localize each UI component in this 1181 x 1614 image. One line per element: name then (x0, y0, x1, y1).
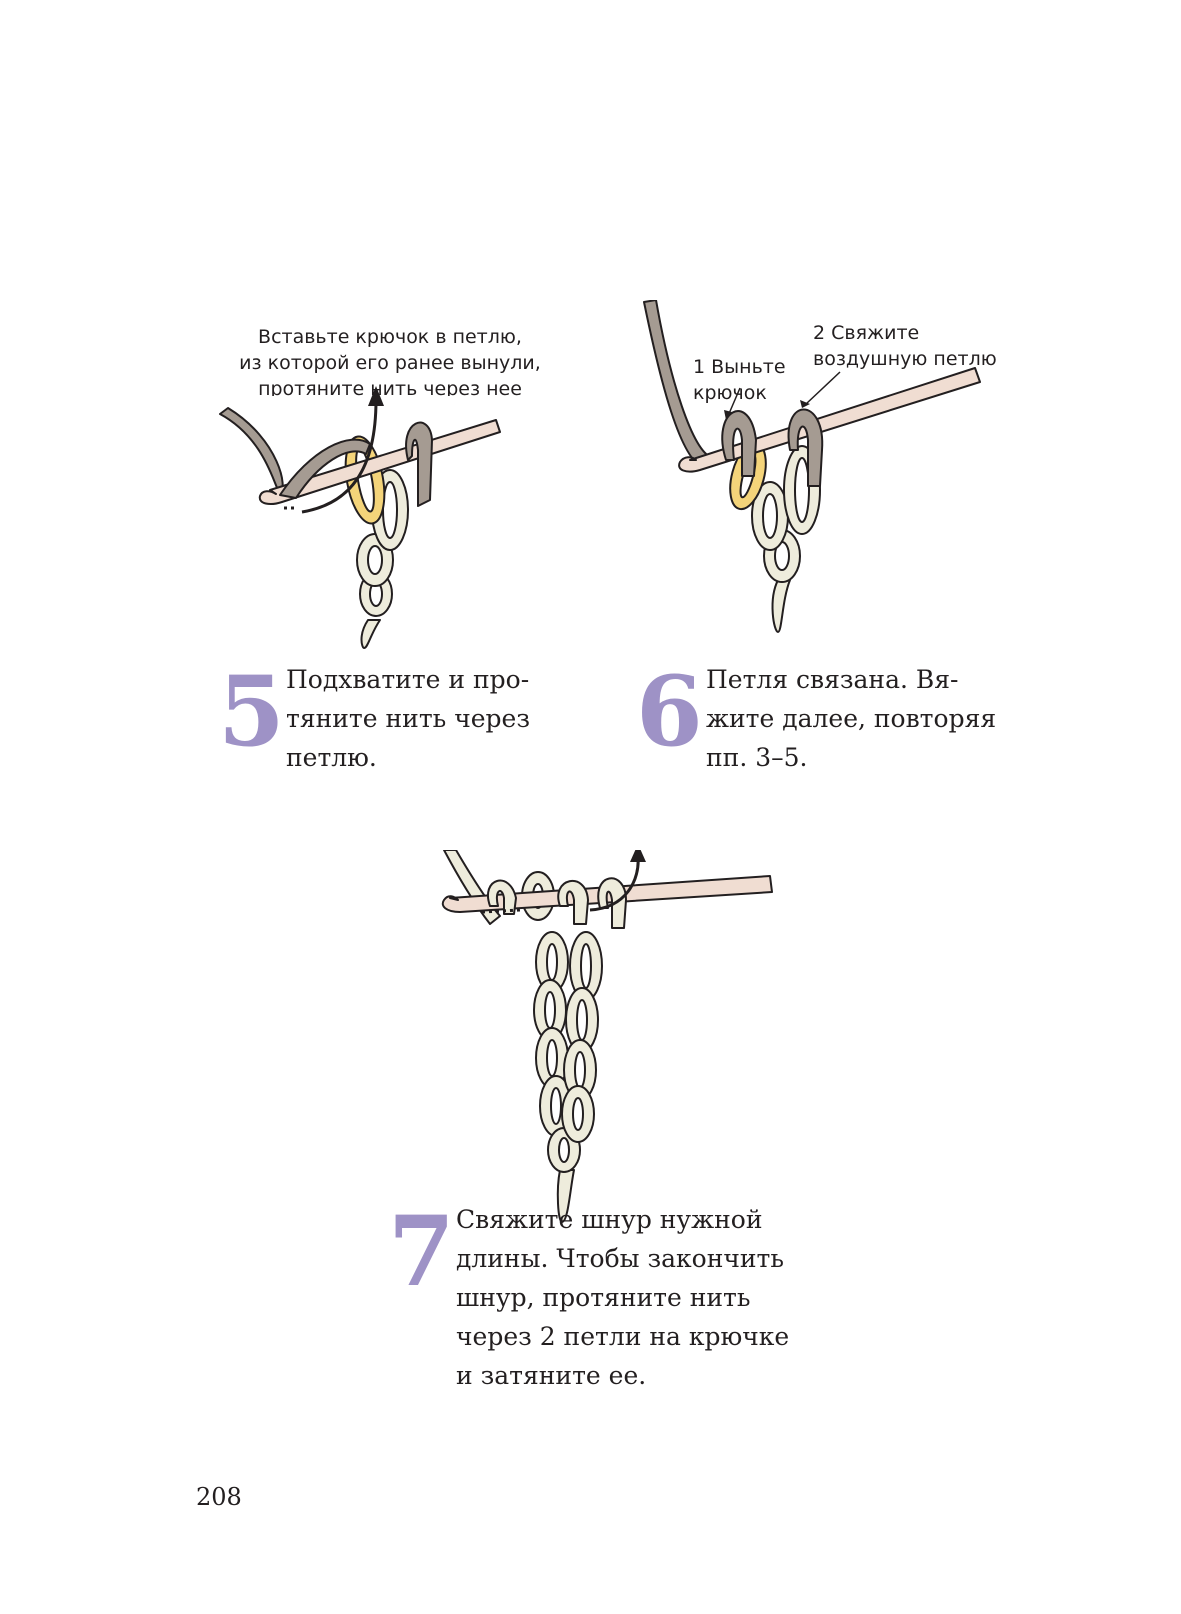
fig5-annotation-line-1: Вставьте крючок в петлю, (258, 326, 522, 348)
fig6-annotation-2-line-1: 2 Свяжите (813, 322, 920, 344)
fig6-annotation-2: 2 Свяжите воздушную петлю (813, 320, 997, 372)
step-5-line-1: Подхватите и про- (286, 665, 530, 694)
step-7-number: 7 (388, 1195, 455, 1308)
fig5-annotation-line-2: из которой его ранее вынули, (239, 352, 541, 374)
step-6-line-2: жите далее, повторяя (706, 704, 997, 733)
fig7-illustration (441, 850, 773, 1223)
step-6-text: Петля связана. Вя- жите далее, повторяя … (706, 660, 996, 777)
page-number: 208 (196, 1483, 242, 1511)
fig5-annotation: Вставьте крючок в петлю, из которой его … (205, 324, 575, 396)
step-7-line-1: Свяжите шнур нужной (456, 1205, 763, 1234)
fig6-annotation-1-line-2: крючок (693, 382, 767, 404)
fig6-annotation-1: 1 Выньте крючок (693, 354, 786, 406)
fig6-annotation-2-line-2: воздушную петлю (813, 348, 997, 370)
step-6-line-1: Петля связана. Вя- (706, 665, 959, 694)
fig6-annotation-1-line-1: 1 Выньте (693, 356, 786, 378)
step-5: 5 Подхватите и про- тяните нить через пе… (218, 660, 548, 790)
step-7-line-2: длины. Чтобы закончить (456, 1244, 785, 1273)
step-7-line-4: через 2 петли на крючке (456, 1322, 790, 1351)
fig5-annotation-line-3: протяните нить через нее (258, 378, 522, 396)
step-7-line-5: и затяните ее. (456, 1361, 647, 1390)
step-6-number: 6 (636, 655, 703, 768)
step-7-text: Свяжите шнур нужной длины. Чтобы закончи… (456, 1200, 789, 1395)
step-5-number: 5 (218, 655, 285, 768)
step-6: 6 Петля связана. Вя- жите далее, повторя… (636, 660, 1016, 790)
step-7: 7 Свяжите шнур нужной длины. Чтобы закон… (388, 1200, 828, 1410)
fig5-illustration (219, 386, 501, 649)
step-5-line-3: петлю. (286, 743, 377, 772)
step-6-line-3: пп. 3–5. (706, 743, 808, 772)
step-5-line-2: тяните нить через (286, 704, 530, 733)
fig5-chain (360, 619, 381, 649)
step-5-text: Подхватите и про- тяните нить через петл… (286, 660, 530, 777)
fig6-illustration (643, 300, 981, 633)
step-7-line-3: шнур, протяните нить (456, 1283, 751, 1312)
fig5-hook (258, 419, 501, 505)
